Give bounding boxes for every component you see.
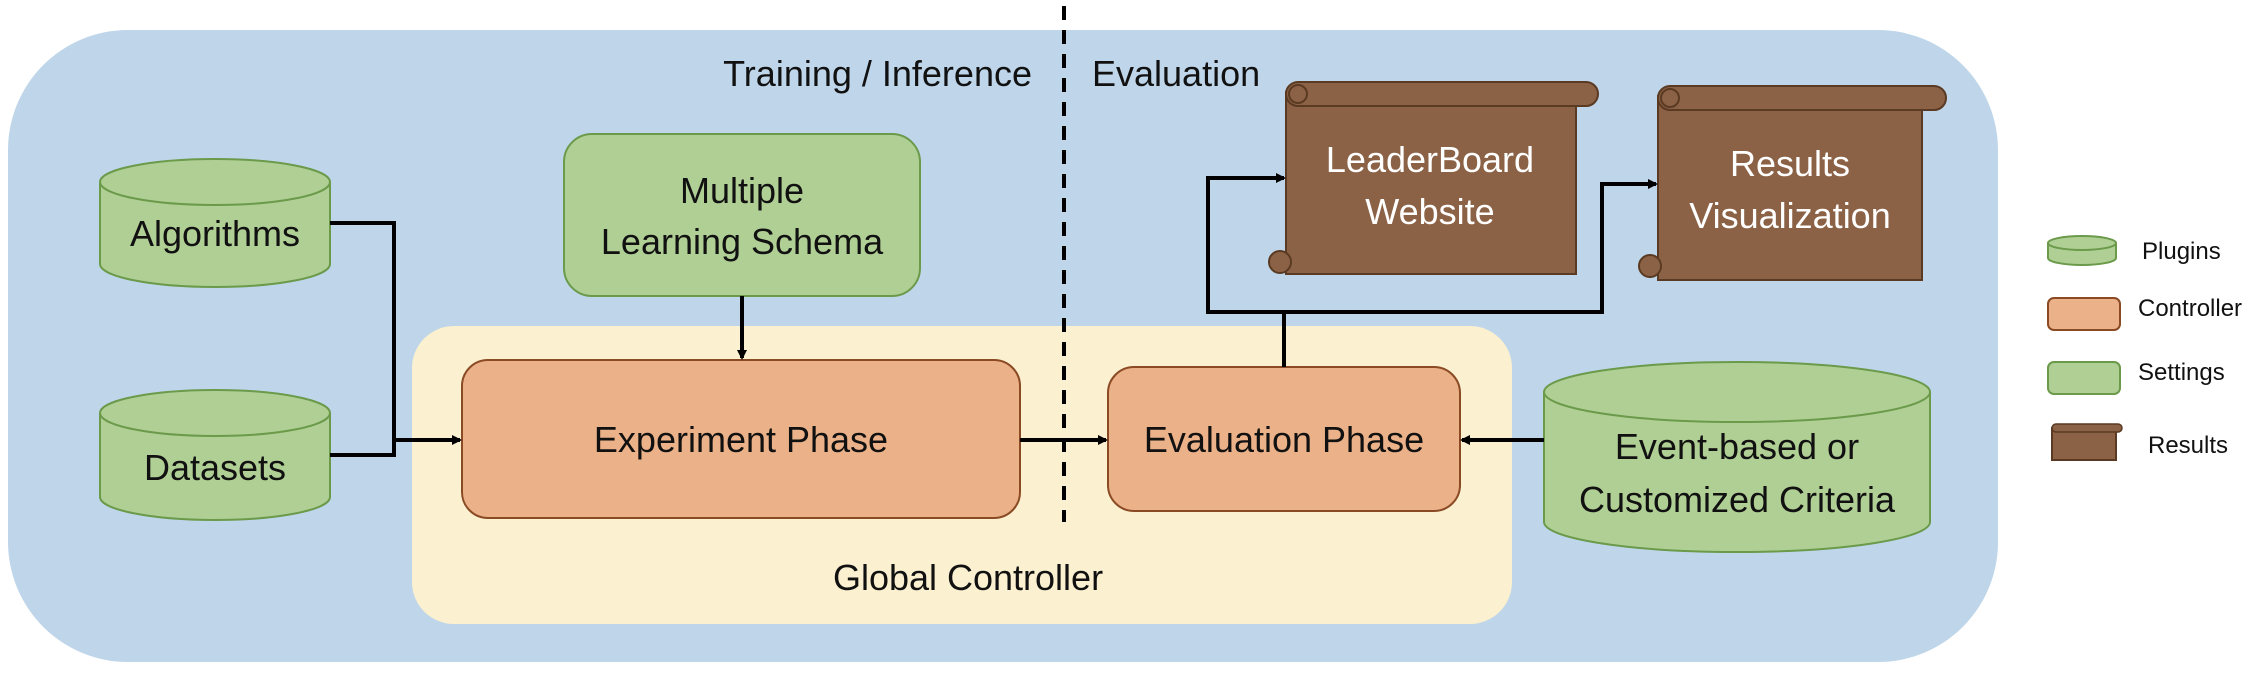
connector-algorithms: [330, 221, 396, 440]
legend: Plugins Controller Settings Results: [2047, 235, 2242, 461]
datasets-label: Datasets: [144, 447, 286, 488]
visualization-label-line1: Results: [1730, 143, 1850, 184]
schema-label-line1: Multiple: [680, 170, 804, 211]
legend-controller-label: Controller: [2138, 295, 2242, 322]
evaluation-phase-box: Evaluation Phase: [1107, 366, 1461, 512]
connector-datasets: [330, 440, 396, 457]
leaderboard-website-result: LeaderBoard Website: [1268, 81, 1599, 275]
section-label-evaluation: Evaluation: [1092, 53, 1260, 94]
datasets-plugin: Datasets: [99, 389, 331, 521]
criteria-label-line2: Customized Criteria: [1579, 479, 1896, 520]
schema-label-line2: Learning Schema: [601, 221, 884, 262]
arrow-to-leaderboard: [1206, 173, 1286, 314]
legend-settings-label: Settings: [2138, 359, 2225, 386]
learning-schema-settings: Multiple Learning Schema: [563, 133, 921, 297]
criteria-label-line1: Event-based or: [1615, 426, 1859, 467]
legend-settings: Settings: [2047, 359, 2225, 395]
evaluation-phase-label: Evaluation Phase: [1144, 419, 1424, 460]
leaderboard-label-line2: Website: [1365, 191, 1494, 232]
algorithms-plugin: Algorithms: [99, 158, 331, 288]
algorithms-label: Algorithms: [130, 213, 300, 254]
global-controller-label: Global Controller: [833, 557, 1103, 598]
legend-results-label: Results: [2148, 432, 2228, 459]
experiment-phase-box: Experiment Phase: [461, 359, 1021, 519]
experiment-phase-label: Experiment Phase: [594, 419, 888, 460]
legend-plugins-label: Plugins: [2142, 238, 2221, 265]
results-visualization-result: Results Visualization: [1638, 85, 1947, 281]
legend-results: Results: [2051, 423, 2228, 461]
legend-plugins: Plugins: [2047, 235, 2221, 266]
leaderboard-label-line1: LeaderBoard: [1326, 139, 1534, 180]
section-label-training-inference: Training / Inference: [723, 53, 1032, 94]
criteria-plugin: Event-based or Customized Criteria: [1543, 361, 1931, 553]
legend-controller: Controller: [2047, 295, 2242, 331]
visualization-label-line2: Visualization: [1689, 195, 1890, 236]
arrow-to-visualization: [1284, 179, 1658, 314]
